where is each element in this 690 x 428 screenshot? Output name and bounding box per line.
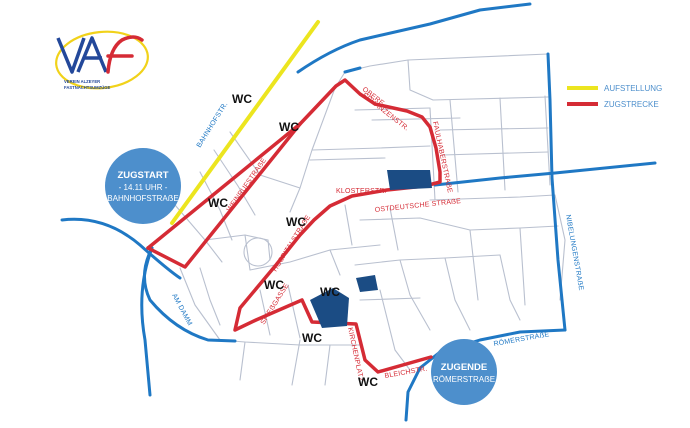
label-ostdeutsche: OSTDEUTSCHE STRAẞE [374,198,461,214]
building-small [356,275,378,292]
wc-marker: WC [358,375,378,389]
wc-marker: WC [320,285,340,299]
parade-route [146,78,442,374]
road-east [433,161,657,187]
wc-markers: WC WC WC WC WC WC WC WC [208,92,378,389]
wc-marker: WC [264,278,284,292]
logo-line-1: VEREIN ALZEYER [64,79,100,84]
buildings [310,170,432,328]
label-schanzenstr: SCHANZENSTR. [361,92,410,133]
road-west-down [140,246,154,397]
road-north [296,2,532,74]
label-bahnhofstr: BAHNHOFSTR. [196,101,230,149]
end-marker: ZUGENDE RÖMERSTRAẞE [431,339,497,405]
wc-marker: WC [208,196,228,210]
route-street-labels: WEINRUFSTRAẞE OBERE SCHANZENSTR. FAULHAB… [226,86,462,383]
start-time: - 14.11 UHR - [119,183,168,192]
building-east [387,170,432,190]
building-church [310,288,349,328]
wc-marker: WC [232,92,252,106]
wc-marker: WC [286,215,306,229]
label-klosterstr: KLOSTERSTR. [336,188,387,195]
start-title: ZUGSTART [117,170,168,181]
main-roads [60,2,657,422]
legend-assembly-label: AUFSTELLUNG [604,84,662,93]
road-nibelungen [546,52,567,332]
end-place: RÖMERSTRAẞE [433,375,495,384]
logo-line-2: FASTNACHTSUMZÜGE [64,85,111,90]
start-place: BAHNHOFSTRAẞE [107,194,178,203]
legend: AUFSTELLUNG ZUGSTRECKE [567,84,662,109]
road-north-cross [343,66,362,74]
start-marker: ZUGSTART - 14.11 UHR - BAHNHOFSTRAẞE [105,148,181,224]
end-title: ZUGENDE [441,362,487,373]
assembly-line [170,20,320,225]
road-westloop [60,217,182,280]
wc-marker: WC [302,331,322,345]
route-connector [146,122,302,250]
label-nibelungen: NIBELUNGENSTRAẞE [564,214,584,291]
vaf-logo: VEREIN ALZEYER FASTNACHTSUMZÜGE [55,30,149,90]
legend-route-label: ZUGSTRECKE [604,100,659,109]
wc-marker: WC [279,120,299,134]
